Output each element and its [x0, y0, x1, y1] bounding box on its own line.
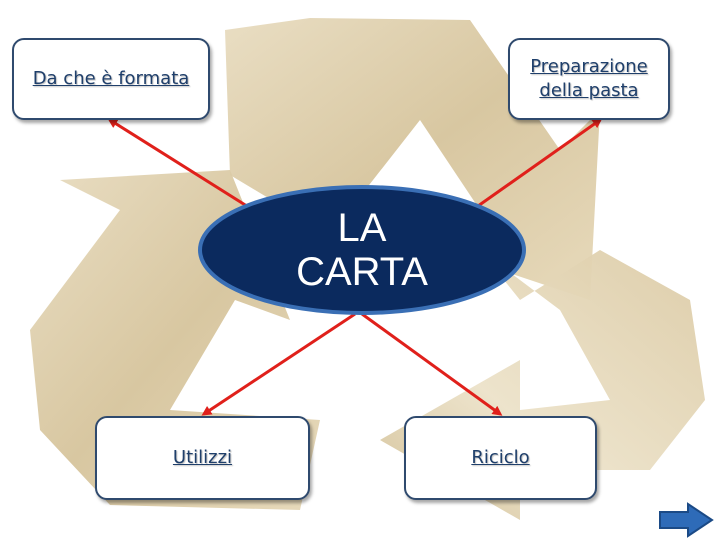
arrow-to-bottom-right [362, 314, 500, 414]
node-pulp-preparation[interactable]: Preparazione della pasta [508, 38, 670, 120]
arrow-to-bottom-left [204, 314, 355, 414]
node-recycling[interactable]: Riciclo [404, 416, 597, 500]
next-button[interactable] [658, 502, 714, 538]
center-ellipse [200, 187, 524, 313]
node-pulp-preparation-link[interactable]: Preparazione della pasta [530, 55, 647, 103]
node-composition[interactable]: Da che è formata [12, 38, 210, 120]
node-uses-link[interactable]: Utilizzi [173, 446, 232, 470]
right-arrow-icon [660, 504, 712, 536]
node-composition-link[interactable]: Da che è formata [33, 67, 190, 91]
node-recycling-link[interactable]: Riciclo [471, 446, 529, 470]
node-uses[interactable]: Utilizzi [95, 416, 310, 500]
